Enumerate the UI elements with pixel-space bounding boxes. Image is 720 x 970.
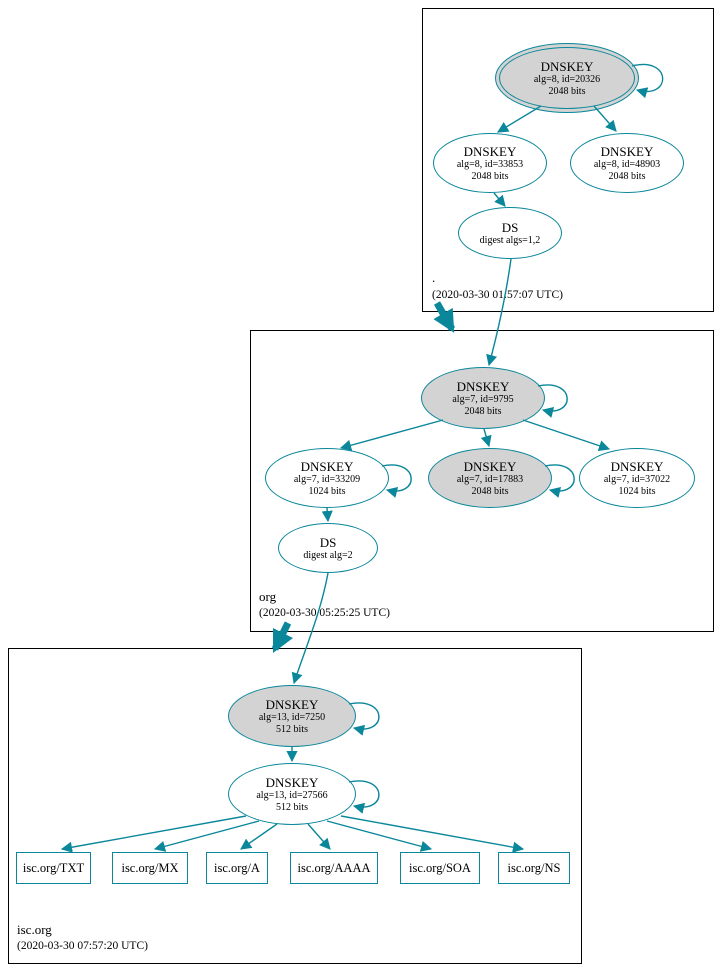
node-title: DNSKEY [456, 378, 510, 394]
node-alg-id: alg=8, id=33853 [456, 158, 524, 170]
node-title: DS [501, 219, 519, 235]
zone-isc-timestamp: (2020-03-30 07:57:20 UTC) [17, 940, 148, 952]
node-bits: 2048 bits [471, 485, 509, 497]
rrset-isc-txt[interactable]: isc.org/TXT [16, 852, 91, 884]
node-title: DNSKEY [463, 143, 517, 159]
zone-root-timestamp: (2020-03-30 01:57:07 UTC) [432, 289, 563, 301]
rrset-isc-soa[interactable]: isc.org/SOA [400, 852, 480, 884]
node-alg-id: alg=7, id=37022 [603, 473, 671, 485]
root-ksk-dnskey-node[interactable]: DNSKEY alg=8, id=20326 2048 bits [495, 43, 639, 113]
node-alg-id: alg=7, id=17883 [456, 473, 524, 485]
rrset-isc-a[interactable]: isc.org/A [206, 852, 268, 884]
root-dnskey-48903-node[interactable]: DNSKEY alg=8, id=48903 2048 bits [570, 133, 684, 193]
node-bits: 1024 bits [308, 485, 346, 497]
node-title: DNSKEY [265, 774, 319, 790]
zone-org-label: org [259, 589, 277, 604]
node-title: DNSKEY [300, 458, 354, 474]
node-alg-id: alg=7, id=9795 [452, 393, 514, 405]
org-dnskey-17883-node[interactable]: DNSKEY alg=7, id=17883 2048 bits [428, 448, 552, 508]
node-digest: digest algs=1,2 [479, 234, 541, 246]
org-ds-node[interactable]: DS digest alg=2 [278, 523, 378, 573]
rrset-isc-aaaa[interactable]: isc.org/AAAA [290, 852, 378, 884]
node-digest: digest alg=2 [303, 549, 353, 561]
node-title: DNSKEY [265, 696, 319, 712]
zone-root-label: . [432, 270, 436, 285]
node-bits: 512 bits [276, 801, 308, 813]
org-zsk-dnskey-node[interactable]: DNSKEY alg=7, id=33209 1024 bits [265, 448, 389, 508]
node-title: DNSKEY [610, 458, 664, 474]
node-alg-id: alg=7, id=33209 [293, 473, 361, 485]
node-bits: 2048 bits [464, 405, 502, 417]
node-alg-id: alg=8, id=20326 [533, 73, 601, 85]
node-title: DS [319, 534, 337, 550]
node-title: DNSKEY [463, 458, 517, 474]
rrset-isc-ns[interactable]: isc.org/NS [498, 852, 570, 884]
org-dnskey-37022-node[interactable]: DNSKEY alg=7, id=37022 1024 bits [579, 448, 695, 508]
node-title: DNSKEY [540, 58, 594, 74]
node-alg-id: alg=13, id=27566 [256, 789, 328, 801]
node-bits: 2048 bits [471, 170, 509, 182]
root-ds-node[interactable]: DS digest algs=1,2 [458, 207, 562, 259]
node-title: DNSKEY [600, 143, 654, 159]
node-bits: 1024 bits [618, 485, 656, 497]
isc-ksk-dnskey-node[interactable]: DNSKEY alg=13, id=7250 512 bits [228, 685, 356, 747]
org-ksk-dnskey-node[interactable]: DNSKEY alg=7, id=9795 2048 bits [421, 367, 545, 429]
node-bits: 512 bits [276, 723, 308, 735]
zone-org-timestamp: (2020-03-30 05:25:25 UTC) [259, 607, 390, 619]
rrset-isc-mx[interactable]: isc.org/MX [112, 852, 188, 884]
root-zsk-dnskey-node[interactable]: DNSKEY alg=8, id=33853 2048 bits [433, 133, 547, 193]
zone-isc-label: isc.org [17, 922, 52, 937]
node-alg-id: alg=13, id=7250 [258, 711, 326, 723]
isc-zsk-dnskey-node[interactable]: DNSKEY alg=13, id=27566 512 bits [228, 763, 356, 825]
node-alg-id: alg=8, id=48903 [593, 158, 661, 170]
node-bits: 2048 bits [608, 170, 646, 182]
node-bits: 2048 bits [548, 85, 586, 97]
